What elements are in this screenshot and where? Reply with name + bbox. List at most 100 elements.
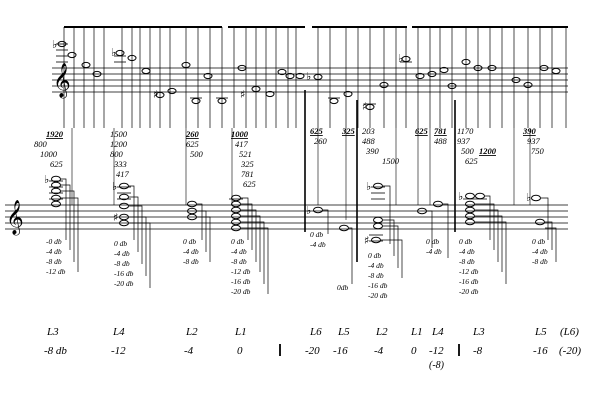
db-brackets [61,178,557,294]
frequency-value: 325 [341,126,356,136]
frequency-value: 1200 [479,146,497,156]
frequency-value: 1170 [457,126,474,136]
frequency-value: 750 [531,146,545,156]
flat-icon: ♭ [458,190,463,203]
level-note: (-8) [429,360,445,371]
db-value: -20 db [231,287,251,296]
frequency-value: 1500 [382,156,400,166]
db-value: -8 db [231,257,247,266]
lower-chords [51,175,545,244]
loudness-label: (L6) [560,326,579,338]
loudness-label: L5 [534,326,547,338]
db-value: -20 db [368,291,388,300]
db-value: -16 db [231,277,251,286]
frequency-value: 203 [362,126,375,136]
frequency-value: 937 [527,136,541,146]
loudness-label: L4 [431,326,444,338]
upper-stems [63,27,567,128]
frequency-value: 1500 [110,129,128,139]
loudness-label: L6 [309,326,322,338]
level-markers [279,344,460,356]
level-value: 0 [411,345,417,357]
db-labels: -0 db-4 db-8 db-12 db0 db-4 db-8 db-16 d… [46,230,548,300]
frequency-value: 800 [110,149,124,159]
flat-icon: ♭ [112,180,117,193]
frequency-value: 781 [434,126,447,136]
frequency-value: 800 [34,139,48,149]
db-value: 0 db [310,230,323,239]
db-value: -4 db [426,247,442,256]
sharp-icon: ♯ [240,88,245,101]
loudness-label: L1 [410,326,423,338]
frequency-value: 781 [241,169,254,179]
db-value: -12 db [459,267,479,276]
frequency-value: 625 [310,126,324,136]
frequency-value: 500 [190,149,204,159]
level-row: -8 db -12 -4 0 -20 -16 -4 0 -12 -8 -16 (… [44,345,581,371]
frequency-value: 625 [186,139,199,149]
frequency-value: 1920 [46,129,64,139]
bar-lines [304,90,456,262]
db-value: -16 db [459,277,479,286]
frequency-value: 488 [434,136,448,146]
frequency-value: 625 [50,159,63,169]
db-value: -4 db [183,247,199,256]
level-value: -20 [305,345,320,357]
flat-icon: ♭ [111,46,116,59]
frequency-value: 1200 [110,139,128,149]
db-value: -16 db [114,269,134,278]
db-value: 0 db [532,237,545,246]
db-value: 0 db [426,237,439,246]
loudness-label: L1 [234,326,247,338]
level-value: -8 [473,345,483,357]
db-value: -20 db [459,287,479,296]
loudness-label: L5 [337,326,350,338]
db-value: 0 db [114,239,127,248]
level-value: -4 [184,345,194,357]
loudness-label: L3 [472,326,485,338]
level-value: -16 [333,345,348,357]
db-value: 0db [337,283,349,292]
db-value: -8 db [114,259,130,268]
level-value: -8 db [44,345,67,357]
loudness-row: L3 L4 L2 L1 L6 L5 L2 L1 L4 L3 L5 (L6) [46,326,579,338]
frequency-value: 500 [461,146,475,156]
db-value: 0 db [183,237,196,246]
flat-icon: ♭ [366,180,371,193]
frequency-value: 937 [457,136,471,146]
db-value: -4 db [368,261,384,270]
treble-clef-icon: 𝄞 [53,63,71,99]
frequency-value: 625 [243,179,256,189]
sharp-icon: ♯ [362,100,367,113]
db-value: -0 db [46,237,62,246]
db-value: -8 db [532,257,548,266]
db-value: -12 db [46,267,66,276]
sharp-icon: ♯ [153,88,158,101]
upper-ledger-lines [56,43,412,105]
sharp-icon: ♯ [364,234,369,247]
flat-icon: ♭ [306,204,311,217]
db-value: 0 db [459,237,472,246]
frequency-value: 417 [235,139,249,149]
frequency-value: 390 [522,126,537,136]
frequency-value: 325 [240,159,254,169]
frequency-value: 625 [465,156,478,166]
db-value: -4 db [310,240,326,249]
loudness-label: L2 [375,326,388,338]
db-value: -16 db [368,281,388,290]
frequency-value: 390 [365,146,380,156]
db-value: -20 db [114,279,134,288]
flat-icon: ♭ [306,70,311,83]
db-value: -4 db [46,247,62,256]
frequency-value: 1000 [40,149,58,159]
upper-noteheads [57,40,561,111]
db-value: -8 db [459,257,475,266]
loudness-label: L2 [185,326,198,338]
db-value: -8 db [46,257,62,266]
frequency-value: 333 [113,159,127,169]
db-value: 0 db [368,251,381,260]
flat-icon: ♭ [44,173,49,186]
lower-accidentals: ♭ ♭ ♯ ♭ ♭ ♯ ♭ ♭ [44,173,531,247]
sharp-icon: ♯ [113,211,118,224]
